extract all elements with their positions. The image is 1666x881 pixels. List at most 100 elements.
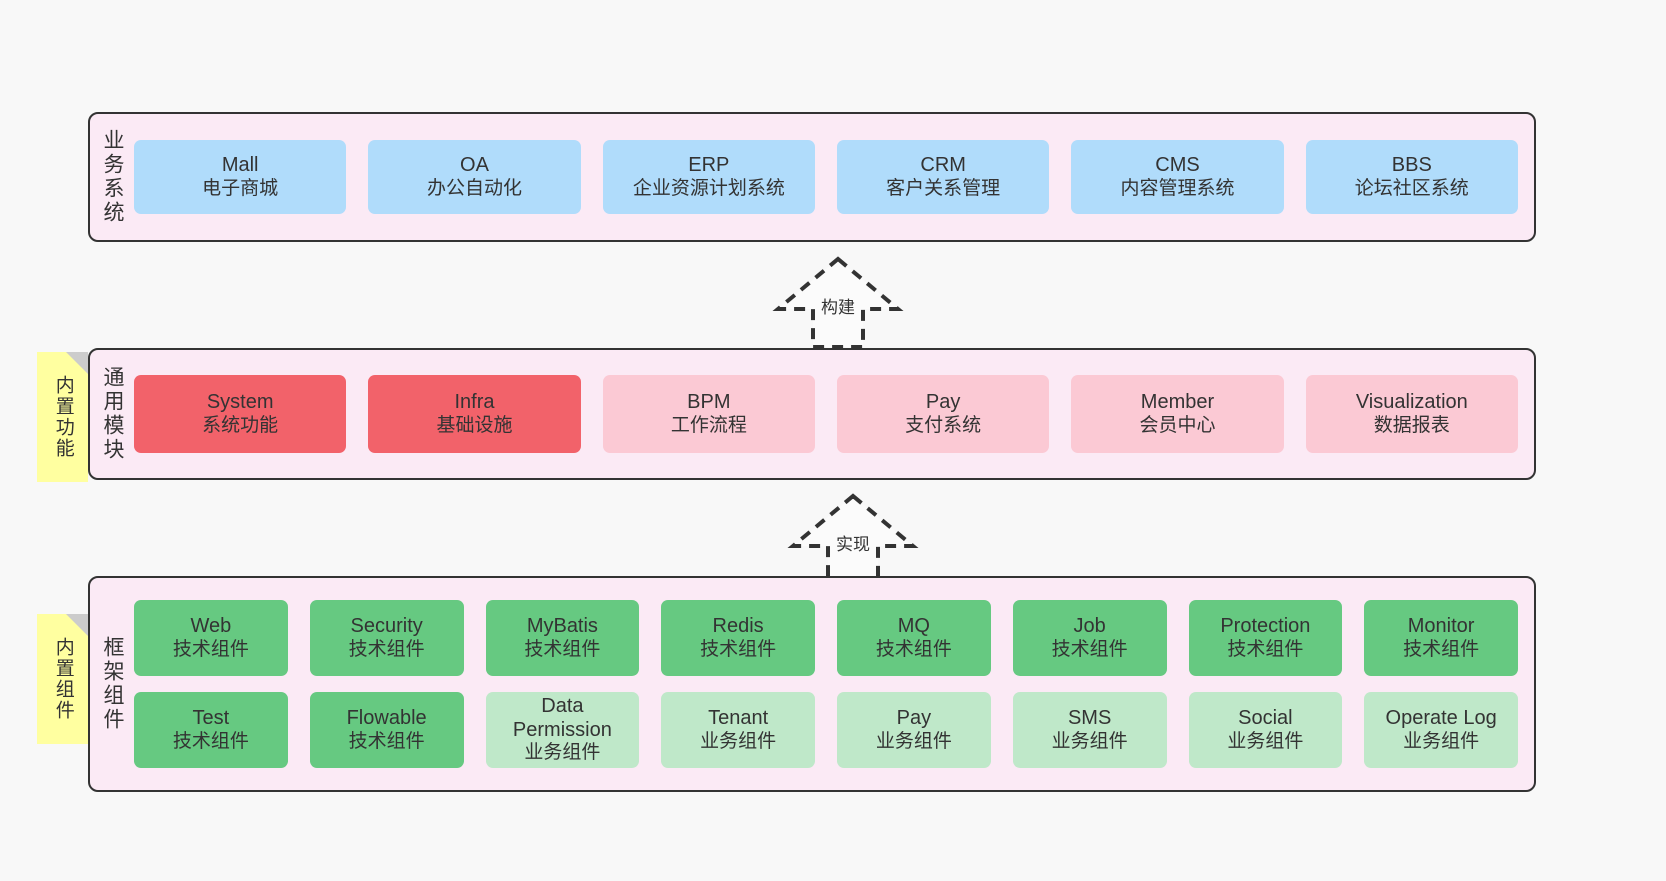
- box-title-cn: 技术组件: [875, 638, 952, 660]
- box-title-cn: 技术组件: [1227, 638, 1304, 660]
- box-title-en: Pay: [925, 391, 961, 413]
- box-protection[interactable]: Protection 技术组件: [1188, 600, 1343, 676]
- box-system[interactable]: System 系统功能: [134, 375, 347, 453]
- box-title-cn: 业务组件: [875, 730, 952, 752]
- box-title-cn: 技术组件: [1403, 638, 1480, 660]
- layer-row: Test 技术组件 Flowable 技术组件 Data Permission …: [134, 692, 1518, 768]
- box-title-cn: 客户关系管理: [886, 177, 1001, 199]
- box-member[interactable]: Member 会员中心: [1071, 375, 1284, 453]
- box-title-cn: 电子商城: [202, 177, 279, 199]
- layer-business-systems-body: Mall 电子商城 OA 办公自动化 ERP 企业资源计划系统 CRM 客户关系…: [134, 114, 1534, 240]
- box-monitor[interactable]: Monitor 技术组件: [1364, 600, 1518, 676]
- box-title-cn: 系统功能: [202, 414, 279, 436]
- box-title-en: Protection: [1220, 615, 1311, 637]
- box-social[interactable]: Social 业务组件: [1188, 692, 1343, 768]
- box-title-cn: 业务组件: [1403, 730, 1480, 752]
- box-title-en: BPM: [687, 391, 731, 413]
- box-title-en: ERP: [688, 154, 730, 176]
- box-title-cn: 技术组件: [172, 730, 249, 752]
- sticky-note-builtin-features: 内置功能: [37, 352, 88, 482]
- box-title-en: Member: [1140, 391, 1215, 413]
- box-mq[interactable]: MQ 技术组件: [837, 600, 991, 676]
- box-operate-log[interactable]: Operate Log 业务组件: [1364, 692, 1518, 768]
- box-title-en: OA: [460, 154, 489, 176]
- box-title-cn: 业务组件: [1051, 730, 1128, 752]
- box-title-en: SMS: [1067, 707, 1112, 729]
- box-job[interactable]: Job 技术组件: [1012, 600, 1167, 676]
- box-title-cn: 业务组件: [700, 730, 777, 752]
- layer-common-modules-title: 通用模块: [101, 366, 125, 462]
- box-tenant[interactable]: Tenant 业务组件: [661, 692, 815, 768]
- box-title-cn: 技术组件: [172, 638, 249, 660]
- arrow-build: 构建: [753, 253, 923, 353]
- box-pay-business[interactable]: Pay 业务组件: [837, 692, 991, 768]
- box-title-en: Tenant: [708, 707, 769, 729]
- box-title-en: Web: [190, 615, 232, 637]
- box-title-en: MQ: [897, 615, 930, 637]
- box-title-en: BBS: [1391, 154, 1432, 176]
- layer-business-systems: 业务系统 Mall 电子商城 OA 办公自动化 ERP 企业资源计划系统 CRM…: [88, 112, 1536, 242]
- box-title-cn: 企业资源计划系统: [632, 177, 785, 199]
- box-infra[interactable]: Infra 基础设施: [368, 375, 581, 453]
- box-title-en: Monitor: [1407, 615, 1475, 637]
- box-oa[interactable]: OA 办公自动化: [368, 140, 581, 214]
- box-title-cn: 论坛社区系统: [1354, 177, 1469, 199]
- box-title-cn: 技术组件: [348, 730, 425, 752]
- fold-corner-icon: [66, 614, 88, 636]
- box-cms[interactable]: CMS 内容管理系统: [1071, 140, 1284, 214]
- layer-framework-components-body: Web 技术组件 Security 技术组件 MyBatis 技术组件 Redi…: [134, 578, 1534, 790]
- box-pay[interactable]: Pay 支付系统: [836, 375, 1050, 453]
- box-bbs[interactable]: BBS 论坛社区系统: [1305, 140, 1518, 214]
- box-flowable[interactable]: Flowable 技术组件: [309, 692, 464, 768]
- box-title-cn: 业务组件: [524, 742, 601, 764]
- box-security[interactable]: Security 技术组件: [309, 600, 464, 676]
- box-title-en: Security: [350, 615, 423, 637]
- box-sms[interactable]: SMS 业务组件: [1012, 692, 1167, 768]
- box-title-cn: 会员中心: [1139, 414, 1216, 436]
- sticky-note-label: 内置功能: [52, 375, 74, 459]
- box-title-en: System: [206, 391, 274, 413]
- box-title-cn: 工作流程: [670, 414, 747, 436]
- box-title-en: Mall: [221, 154, 259, 176]
- box-title-cn: 业务组件: [1227, 730, 1304, 752]
- box-test[interactable]: Test 技术组件: [134, 692, 288, 768]
- box-title-en: Visualization: [1355, 391, 1468, 413]
- box-title-cn: 数据报表: [1373, 414, 1450, 436]
- box-data-permission[interactable]: Data Permission 业务组件: [485, 692, 640, 768]
- box-redis[interactable]: Redis 技术组件: [661, 600, 815, 676]
- box-title-en: Redis: [712, 615, 764, 637]
- fold-corner-icon: [66, 352, 88, 374]
- box-title-cn: 基础设施: [436, 414, 513, 436]
- box-title-en: Job: [1073, 615, 1106, 637]
- box-erp[interactable]: ERP 企业资源计划系统: [602, 140, 815, 214]
- layer-row: Mall 电子商城 OA 办公自动化 ERP 企业资源计划系统 CRM 客户关系…: [134, 140, 1518, 214]
- box-mall[interactable]: Mall 电子商城: [134, 140, 347, 214]
- box-title-en: Data Permission: [512, 695, 612, 741]
- box-title-en: Social: [1238, 707, 1293, 729]
- box-title-en: CRM: [920, 154, 966, 176]
- box-title-en: Test: [192, 707, 230, 729]
- layer-framework-components: 框架组件 Web 技术组件 Security 技术组件 MyBatis 技术组件…: [88, 576, 1536, 792]
- box-title-cn: 支付系统: [905, 414, 982, 436]
- box-web[interactable]: Web 技术组件: [134, 600, 288, 676]
- box-title-en: CMS: [1155, 154, 1200, 176]
- layer-row: Web 技术组件 Security 技术组件 MyBatis 技术组件 Redi…: [134, 600, 1518, 676]
- box-bpm[interactable]: BPM 工作流程: [602, 375, 815, 453]
- layer-row: System 系统功能 Infra 基础设施 BPM 工作流程 Pay 支付系统…: [134, 375, 1518, 453]
- layer-common-modules-body: System 系统功能 Infra 基础设施 BPM 工作流程 Pay 支付系统…: [134, 350, 1534, 478]
- sticky-note-builtin-components: 内置组件: [37, 614, 88, 744]
- box-visualization[interactable]: Visualization 数据报表: [1305, 375, 1518, 453]
- box-title-en: Pay: [896, 707, 932, 729]
- box-crm[interactable]: CRM 客户关系管理: [836, 140, 1050, 214]
- box-title-en: Infra: [454, 391, 495, 413]
- sticky-note-label: 内置组件: [52, 637, 74, 721]
- box-title-cn: 办公自动化: [426, 177, 522, 199]
- box-title-cn: 技术组件: [1051, 638, 1128, 660]
- arrow-implement: 实现: [768, 490, 938, 590]
- box-title-cn: 技术组件: [700, 638, 777, 660]
- box-title-en: Flowable: [346, 707, 427, 729]
- box-mybatis[interactable]: MyBatis 技术组件: [485, 600, 640, 676]
- box-title-cn: 技术组件: [348, 638, 425, 660]
- layer-framework-components-title: 框架组件: [101, 636, 125, 732]
